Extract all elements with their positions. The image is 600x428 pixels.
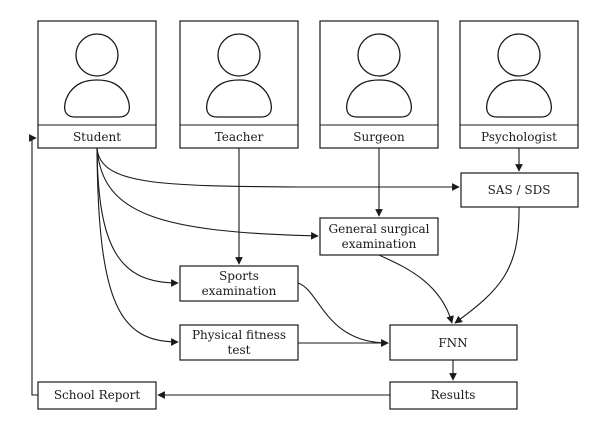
node-general-surgical-examination: General surgical examination [319,217,439,256]
person-icon [63,33,131,118]
person-icon [205,33,273,118]
edge-student-to-sports [96,147,179,287]
node-school-report-label: School Report [54,388,141,402]
actor-psychologist: Psychologist [459,20,579,149]
node-results-label: Results [431,388,476,402]
node-general-surgical-label-line1: General surgical [329,222,430,236]
actor-psychologist-label: Psychologist [481,130,557,144]
edge-student-to-fitness [96,147,179,346]
node-physical-fitness-test: Physical fitness test [179,324,299,361]
person-icon [485,33,553,118]
actor-student: Student [37,20,157,149]
node-sas-sds: SAS / SDS [460,172,579,208]
node-general-surgical-label-line2: examination [342,237,417,251]
edge-general-surgical-to-fnn [378,254,454,324]
actor-teacher-label: Teacher [215,130,264,144]
node-results: Results [389,381,518,410]
person-icon [345,33,413,118]
node-sas-sds-label: SAS / SDS [488,183,551,197]
actor-surgeon: Surgeon [319,20,439,149]
edge-student-to-sas-sds [96,147,460,191]
node-fitness-label-line2: test [228,343,251,357]
node-sports-examination: Sports examination [179,265,299,302]
node-sports-label-line1: Sports [219,269,259,283]
node-fnn-label: FNN [438,336,467,350]
node-school-report: School Report [37,381,157,410]
node-sports-label-line2: examination [202,284,277,298]
edge-school-report-to-student [29,134,38,396]
edge-sas-sds-to-fnn [454,206,520,324]
node-fitness-label-line1: Physical fitness [192,328,286,342]
node-fnn: FNN [389,324,518,361]
edge-student-to-general-surgical [96,147,319,240]
actor-surgeon-label: Surgeon [353,130,405,144]
actor-teacher: Teacher [179,20,299,149]
edge-sports-to-fnn [297,282,389,347]
actor-student-label: Student [73,130,121,144]
